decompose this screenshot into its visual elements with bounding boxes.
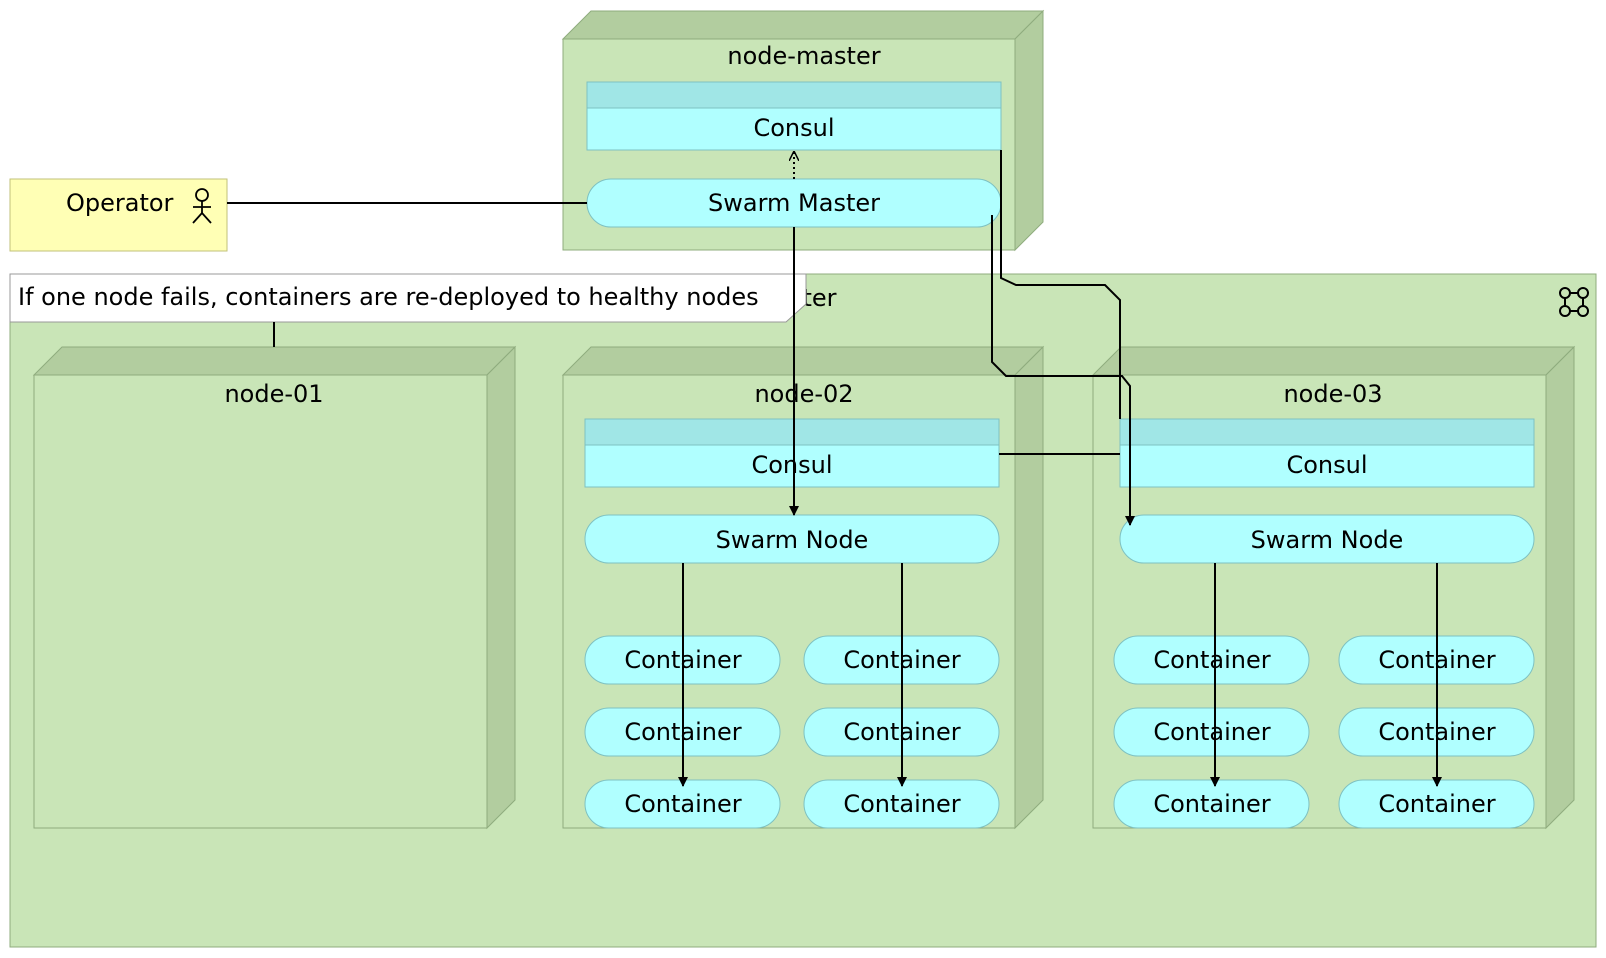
master-consul-label: Consul <box>753 114 834 142</box>
container[interactable]: Container <box>1113 635 1310 685</box>
actor-icon <box>192 188 212 224</box>
node-02-consul-header <box>584 418 1000 446</box>
node-02[interactable]: node-02 Consul Swarm Node Container Cont… <box>561 345 1045 830</box>
node-03[interactable]: node-03 Consul Swarm Node Container Cont… <box>1091 345 1576 830</box>
node-03-title: node-03 <box>1283 380 1382 408</box>
node-02-consul[interactable]: Consul <box>584 418 1000 488</box>
container-label: Container <box>1153 646 1270 674</box>
swarm-master[interactable]: Swarm Master <box>586 178 1002 228</box>
container[interactable]: Container <box>803 779 1000 829</box>
operator-actor[interactable]: Operator <box>9 178 228 252</box>
failover-note[interactable]: If one node fails, containers are re-dep… <box>9 273 807 323</box>
node-01-face <box>33 374 488 829</box>
node-master-title: node-master <box>727 42 880 70</box>
network-icon <box>1559 287 1589 317</box>
node-01[interactable]: node-01 <box>32 345 517 830</box>
connectors <box>227 150 1442 787</box>
node-02-title: node-02 <box>754 380 853 408</box>
node-03-consul[interactable]: Consul <box>1119 418 1535 488</box>
container-label: Container <box>1153 790 1270 818</box>
master-consul-header <box>586 81 1002 109</box>
node-master[interactable]: node-master Consul Swarm Master <box>561 9 1045 252</box>
node-01-top <box>32 346 517 376</box>
node-03-swarm-label: Swarm Node <box>1251 526 1404 554</box>
node-03-consul-label: Consul <box>1286 451 1367 479</box>
operator-label: Operator <box>66 189 174 217</box>
node-master-top <box>561 10 1045 40</box>
node-03-swarm-node[interactable]: Swarm Node <box>1119 514 1535 564</box>
container[interactable]: Container <box>1113 779 1310 829</box>
node-03-top <box>1091 346 1576 376</box>
node-02-consul-label: Consul <box>751 451 832 479</box>
node-03-consul-header <box>1119 418 1535 446</box>
node-02-swarm-label: Swarm Node <box>716 526 869 554</box>
container[interactable]: Container <box>1338 779 1535 829</box>
node-03-side <box>1545 345 1575 830</box>
container[interactable]: Container <box>584 779 781 829</box>
node-02-swarm-node[interactable]: Swarm Node <box>584 514 1000 564</box>
container-label: Container <box>624 790 741 818</box>
node-master-side <box>1014 9 1044 252</box>
container-label: Container <box>843 790 960 818</box>
master-consul-to-node-03-consul-line[interactable] <box>1000 150 1121 419</box>
container-label: Container <box>1153 718 1270 746</box>
node-02-top <box>561 346 1045 376</box>
container-label: Container <box>1378 790 1495 818</box>
container[interactable]: Container <box>1113 707 1310 757</box>
master-consul[interactable]: Consul <box>586 81 1002 151</box>
node-01-title: node-01 <box>224 380 323 408</box>
node-01-side <box>486 345 516 830</box>
swarm-master-to-node-03-line[interactable] <box>991 215 1135 526</box>
swarm-master-label: Swarm Master <box>708 189 880 217</box>
failover-note-text: If one node fails, containers are re-dep… <box>18 283 759 311</box>
node-02-side <box>1014 345 1044 830</box>
